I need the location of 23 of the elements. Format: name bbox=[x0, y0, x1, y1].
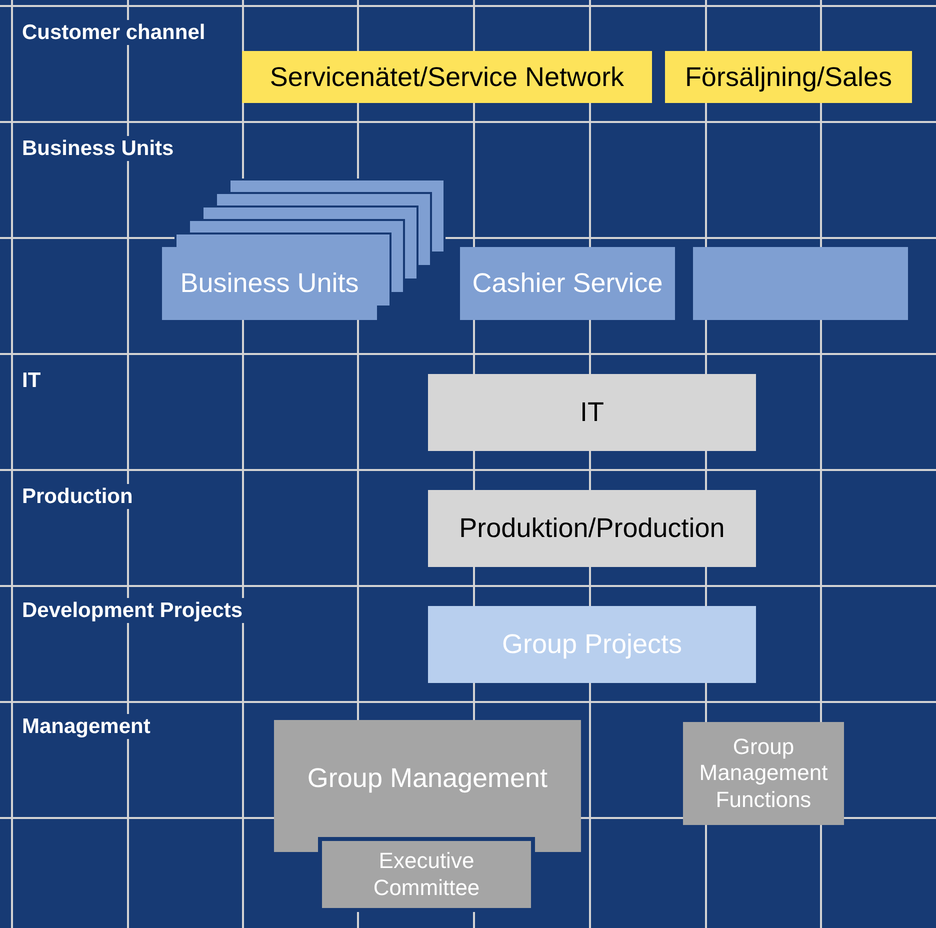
box-label: Group Management Functions bbox=[698, 734, 829, 814]
it-box bbox=[428, 374, 756, 451]
box-label: Group Management bbox=[307, 762, 548, 795]
row-heading: Business Units bbox=[22, 136, 176, 162]
channel-box bbox=[665, 51, 912, 103]
management-box bbox=[274, 720, 581, 852]
project-box bbox=[428, 606, 756, 683]
box-label: Försäljning/Sales bbox=[684, 60, 892, 94]
row-heading: Production bbox=[22, 484, 135, 510]
box-label: Cashier Service bbox=[472, 267, 663, 300]
business-unit-box bbox=[693, 247, 908, 320]
channel-box bbox=[242, 51, 652, 103]
box-label: Servicenätet/Service Network bbox=[270, 60, 624, 94]
box-label: Produktion/Production bbox=[459, 512, 725, 546]
business-unit-box bbox=[460, 247, 675, 320]
functions-box bbox=[683, 722, 844, 825]
production-box bbox=[428, 490, 756, 567]
row-heading: Management bbox=[22, 714, 152, 740]
box-label: IT bbox=[580, 396, 604, 430]
box-label: Executive Committee bbox=[372, 848, 481, 901]
box-label: Group Projects bbox=[502, 628, 682, 662]
box-label: Business Units bbox=[180, 267, 359, 300]
row-heading: Development Projects bbox=[22, 598, 245, 624]
